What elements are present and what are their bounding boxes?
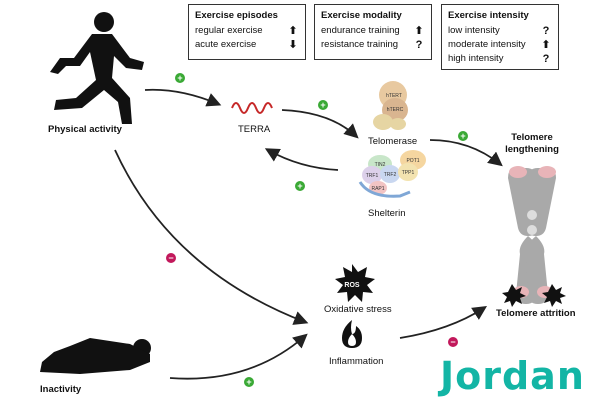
ros-label: ROS xyxy=(344,282,360,289)
intensity-row-label: high intensity xyxy=(448,53,504,64)
plus-sign-4: + xyxy=(458,131,468,141)
telomerase-complex-icon: hTERT hTERC xyxy=(373,81,408,130)
svg-text:+: + xyxy=(460,131,465,141)
intensity-row-label: low intensity xyxy=(448,25,500,36)
modality-row-label: endurance training xyxy=(321,25,400,36)
svg-text:+: + xyxy=(297,181,302,191)
minus-sign-2: − xyxy=(448,337,458,347)
brand-logo: Jordan xyxy=(440,354,585,398)
arrow-up-icon: ⬆ xyxy=(288,25,298,37)
telomere-attrition-label: Telomere attrition xyxy=(496,308,576,319)
plus-sign-2: + xyxy=(318,100,328,110)
question-mark-icon: ? xyxy=(542,53,550,65)
arrow-down-icon: ⬇ xyxy=(288,39,298,51)
shelterin-label: Shelterin xyxy=(368,208,406,219)
svg-text:−: − xyxy=(450,337,455,347)
inactivity-label: Inactivity xyxy=(40,384,82,395)
arrow-terra-to-telomerase xyxy=(281,109,359,139)
physical-activity-label: Physical activity xyxy=(48,124,122,135)
episodes-row-label: acute exercise xyxy=(195,39,257,50)
arrow-telomerase-to-lengthening xyxy=(429,139,503,167)
question-mark-icon: ? xyxy=(415,39,423,51)
attrition-burst-icon-right xyxy=(542,284,566,307)
flame-icon xyxy=(342,320,362,348)
plus-sign-5: + xyxy=(244,377,254,387)
oxidative-stress-label: Oxidative stress xyxy=(324,304,392,315)
attrition-burst-icon-left xyxy=(502,284,526,307)
arrow-activity-to-oxidative xyxy=(114,149,309,325)
tin2-label: TIN2 xyxy=(375,162,386,168)
svg-text:+: + xyxy=(177,73,182,83)
arrow-up-icon: ⬆ xyxy=(541,39,551,51)
hterc-label: hTERC xyxy=(387,107,404,113)
episodes-row-label: regular exercise xyxy=(195,25,263,36)
plus-sign-1: + xyxy=(175,73,185,83)
question-mark-icon: ? xyxy=(542,25,550,37)
rap1-label: RAP1 xyxy=(371,186,384,192)
telomere-lengthening-label: Telomere lengthening xyxy=(505,132,559,155)
runner-icon xyxy=(50,12,144,124)
exercise-modality-title: Exercise modality xyxy=(321,10,402,21)
ros-burst-icon: ROS xyxy=(335,264,375,302)
minus-sign-1: − xyxy=(166,253,176,263)
arrow-inactivity-to-inflammation xyxy=(169,333,308,380)
intensity-row-label: moderate intensity xyxy=(448,39,526,50)
trf1-label: TRF1 xyxy=(366,173,379,179)
terra-label: TERRA xyxy=(238,124,271,135)
plus-sign-3: + xyxy=(295,181,305,191)
arrow-shelterin-to-terra xyxy=(264,148,339,171)
exercise-episodes-title: Exercise episodes xyxy=(195,10,278,21)
arrow-up-icon: ⬆ xyxy=(414,25,424,37)
exercise-modality-box: Exercise modality endurance training ⬆ re… xyxy=(314,4,432,60)
pot1-label: POT1 xyxy=(406,158,419,164)
exercise-intensity-title: Exercise intensity xyxy=(448,10,529,21)
arrow-activity-to-terra xyxy=(144,88,222,107)
svg-text:−: − xyxy=(168,253,173,263)
chromosome-icon xyxy=(508,166,556,304)
trf2-label: TRF2 xyxy=(384,172,397,178)
arrow-stress-to-attrition xyxy=(399,306,488,339)
shelterin-complex-icon: TIN2 POT1 TRF1 TRF2 TPP1 RAP1 xyxy=(358,150,426,198)
svg-text:+: + xyxy=(246,377,251,387)
inflammation-label: Inflammation xyxy=(329,356,384,367)
svg-text:+: + xyxy=(320,100,325,110)
exercise-intensity-box: Exercise intensity low intensity? modera… xyxy=(441,4,559,70)
telomerase-label: Telomerase xyxy=(368,136,418,147)
htert-label: hTERT xyxy=(386,93,402,99)
terra-wave xyxy=(231,102,273,114)
tpp1-label: TPP1 xyxy=(402,170,415,176)
inactivity-person-icon xyxy=(40,338,151,374)
exercise-episodes-box: Exercise episodes regular exercise ⬆ acut… xyxy=(188,4,306,60)
modality-row-label: resistance training xyxy=(321,39,399,50)
